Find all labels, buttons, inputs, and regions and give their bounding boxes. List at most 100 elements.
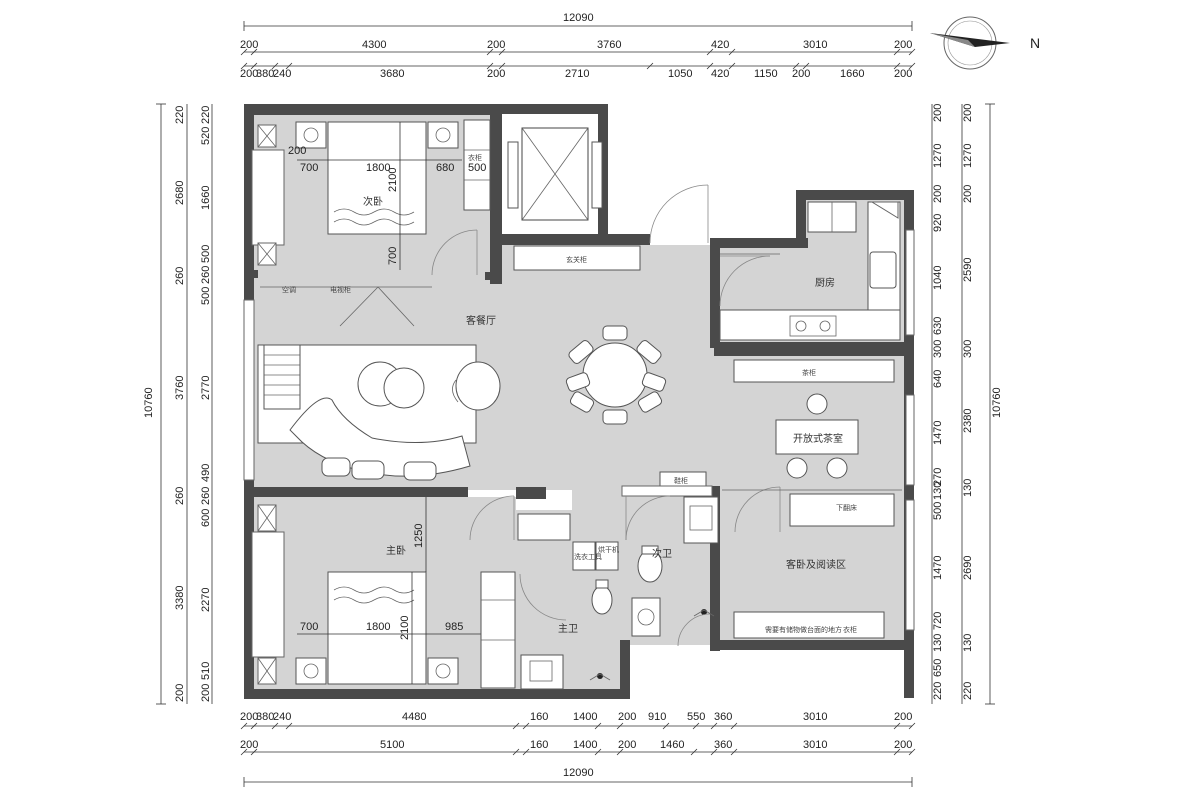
dim-bed2-g: 700	[387, 247, 399, 265]
dim-bot-r2-4: 200	[618, 739, 636, 751]
dim-right-r2-16: 220	[932, 682, 944, 700]
dim-bed2-c: 1800	[366, 162, 390, 174]
shower-head-icon	[693, 609, 715, 617]
dim-left-r2-9: 600	[200, 509, 212, 527]
room-label-master: 主卧	[386, 544, 406, 557]
dining-table	[582, 342, 648, 408]
basin	[520, 654, 564, 690]
label-entry-cabinet: 玄关柜	[566, 255, 587, 264]
dim-bot-r2-1: 5100	[380, 739, 404, 751]
dim-bot-r1-5: 1400	[573, 711, 597, 723]
dimension-tick	[908, 722, 916, 730]
dimension-tick	[522, 722, 530, 730]
vanity	[683, 496, 719, 544]
dim-top-r2-7: 420	[711, 68, 729, 80]
label-ac: 空调	[282, 285, 296, 294]
shower-head-icon	[589, 673, 611, 681]
dim-bed2-a: 200	[288, 145, 306, 157]
dimension-tick	[706, 62, 714, 70]
stool	[786, 457, 808, 479]
dim-top-r2-2: 240	[273, 68, 291, 80]
top-dimensions: 12090 200 4300 200 3760 420 3010 200 200…	[240, 12, 916, 80]
toilet	[591, 585, 613, 615]
dim-right-total: 10760	[991, 387, 1003, 418]
dim-left-r1-5: 3380	[174, 586, 186, 610]
living-dining: 客餐厅 电视柜 空调	[257, 285, 501, 481]
dimension-tick	[710, 748, 718, 756]
dimension-tick	[893, 722, 901, 730]
dimension-tick	[908, 748, 916, 756]
dim-left-r2-6: 2770	[200, 376, 212, 400]
dim-top-r2-1: 380	[256, 68, 274, 80]
dim-left-r1-4: 260	[174, 487, 186, 505]
dining-set	[565, 325, 667, 425]
dim-bot-r2-7: 3010	[803, 739, 827, 751]
right-dimensions: 10760 200 1270 200 2590 300 2380 130 269…	[931, 103, 1003, 705]
lamp-icon	[303, 663, 319, 679]
dimension-tick	[893, 48, 901, 56]
dimension-tick	[498, 62, 506, 70]
compass-north-label: N	[1030, 35, 1040, 51]
dim-left-total: 10760	[143, 387, 155, 418]
nightstand-right	[427, 657, 459, 685]
dim-top-r1-6: 200	[894, 39, 912, 51]
dim-bed2-d: 680	[436, 162, 454, 174]
dimension-tick	[240, 748, 248, 756]
dim-bed2-e: 500	[468, 162, 486, 174]
dim-top-r1-5: 3010	[803, 39, 827, 51]
dim-bot-r1-10: 3010	[803, 711, 827, 723]
dimension-tick	[271, 62, 279, 70]
dim-right-r2-6: 300	[932, 340, 944, 358]
dim-right-r2-8: 1470	[932, 421, 944, 445]
dim-top-r2-8: 1150	[754, 68, 778, 80]
dimension-tick	[250, 722, 258, 730]
dim-left-r1-2: 260	[174, 267, 186, 285]
dim-right-r2-14: 130	[932, 634, 944, 652]
dimension-tick	[728, 48, 736, 56]
dim-left-r2-5: 500	[200, 287, 212, 305]
dim-left-r1-1: 2680	[174, 181, 186, 205]
sofa-cushion	[403, 461, 437, 481]
dimension-tick	[271, 722, 279, 730]
dim-right-r2-5: 630	[932, 317, 944, 335]
tea-cabinet	[733, 359, 895, 383]
room-label-living-dining: 客餐厅	[466, 314, 496, 327]
dimension-tick	[285, 62, 293, 70]
stove-burner-icon	[819, 320, 831, 332]
dim-top-r2-0: 200	[240, 68, 258, 80]
dim-bot-r1-9: 360	[714, 711, 732, 723]
label-wardrobe2: 衣柜	[843, 625, 857, 634]
dim-left-r2-1: 520	[200, 127, 212, 145]
dimension-tick	[250, 48, 258, 56]
tea-table	[775, 419, 859, 455]
label-sink-cabinet: 洗衣工具	[574, 552, 602, 561]
dining-chair	[565, 372, 591, 392]
dimension-tick	[792, 62, 800, 70]
dim-top-r1-0: 200	[240, 39, 258, 51]
label-dryer: 烘干机	[598, 545, 619, 554]
dim-bed2-f: 2100	[387, 168, 399, 192]
dim-right-r2-2: 200	[932, 185, 944, 203]
dimension-tick	[594, 748, 602, 756]
nightstand-right	[427, 121, 459, 149]
dimension-tick	[240, 48, 248, 56]
wardrobe-master	[480, 571, 516, 689]
dim-left-r2-12: 200	[200, 684, 212, 702]
dimension-tick	[240, 722, 248, 730]
sofa-cushion	[351, 460, 385, 480]
master-bath: 主卫	[517, 513, 613, 690]
dim-left-r1-3: 3760	[174, 376, 186, 400]
dim-right-r1-4: 300	[962, 340, 974, 358]
dim-left-r2-8: 260	[200, 487, 212, 505]
dim-master-e: 985	[445, 621, 463, 633]
entry-door	[649, 184, 709, 244]
dim-bot-r1-4: 160	[530, 711, 548, 723]
master-bedroom: 主卧 1250 700 1800 2100 985 600	[295, 495, 516, 689]
label-shoe-cabinet: 鞋柜	[674, 476, 688, 485]
dimension-tick	[522, 748, 530, 756]
dim-bot-r2-5: 1460	[660, 739, 684, 751]
nightstand-left	[295, 657, 327, 685]
dim-left-r2-4: 260	[200, 266, 212, 284]
dining-chair	[641, 372, 667, 392]
